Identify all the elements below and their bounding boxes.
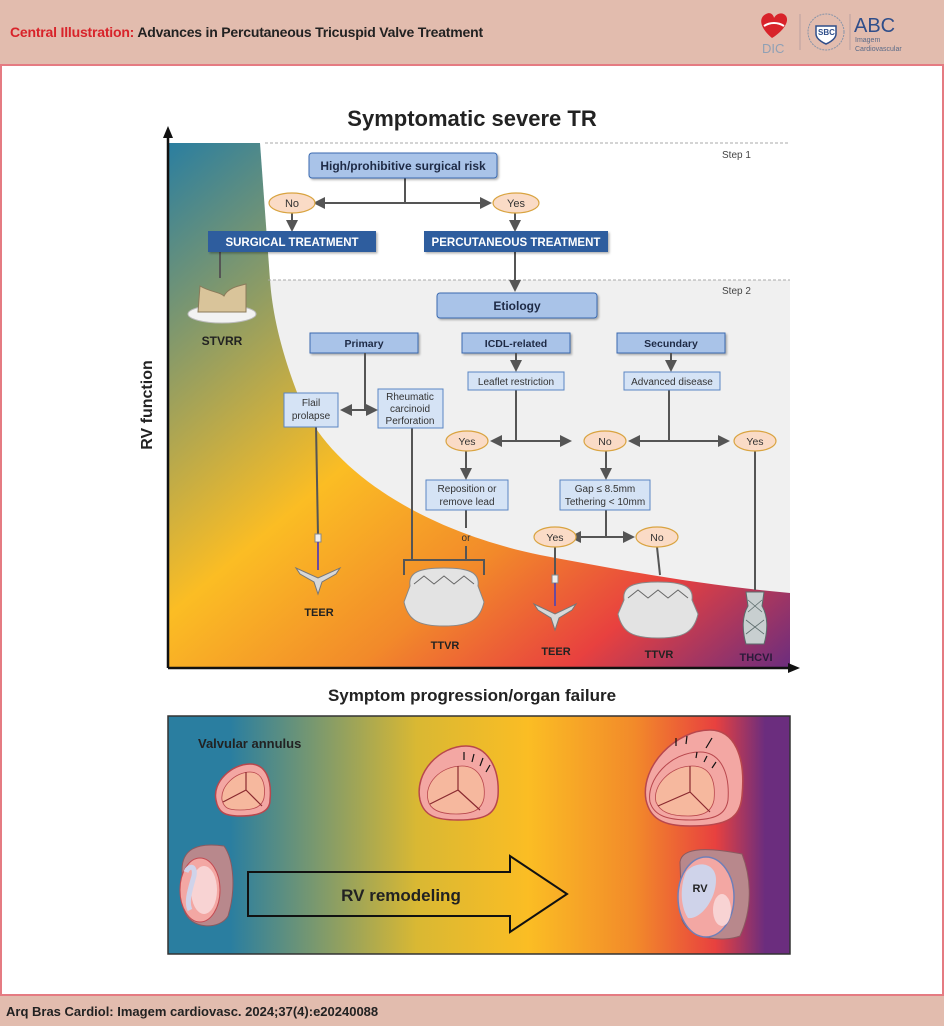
oval-yes-4	[533, 526, 577, 548]
teer-device-icon-1	[294, 533, 342, 596]
oval-no-4	[635, 526, 679, 548]
node-gap	[559, 479, 651, 511]
node-icdl-label: ICDL-related	[485, 338, 547, 350]
node-etiology	[436, 292, 598, 319]
oval-yes-2-label: Yes	[458, 436, 475, 448]
rheum-line1: Rheumatic	[386, 392, 434, 403]
oval-no-2-label: No	[598, 436, 612, 448]
oval-yes-3	[733, 430, 777, 452]
dic-logo: DIC	[761, 13, 788, 56]
reposition-line2: remove lead	[439, 497, 494, 508]
gap-line2: Tethering < 10mm	[565, 497, 645, 508]
step2-area	[270, 280, 790, 593]
x-axis-label: Symptom progression/organ failure	[328, 686, 616, 705]
figure-title: Advances in Percutaneous Tricuspid Valve…	[137, 24, 483, 40]
node-risk-label: High/prohibitive surgical risk	[320, 159, 486, 173]
annulus-severe-icon	[644, 729, 744, 827]
oval-yes-3-label: Yes	[746, 436, 763, 448]
rv-remodeling-arrow	[247, 854, 569, 934]
oval-yes-2	[445, 430, 489, 452]
device-teer-2-label: TEER	[541, 646, 570, 658]
node-percutaneous-label: PERCUTANEOUS TREATMENT	[432, 237, 601, 249]
annulus-dilated-icon	[418, 745, 499, 821]
node-secundary-label: Secundary	[644, 338, 698, 350]
advanced-label: Advanced disease	[631, 377, 713, 388]
node-percutaneous	[424, 231, 608, 252]
ttvr-device-icon-1	[403, 567, 485, 627]
oval-no-4-label: No	[650, 532, 664, 544]
footer-bar: Arq Bras Cardiol: Imagem cardiovasc. 202…	[0, 994, 944, 1026]
remodeling-label: RV remodeling	[341, 886, 461, 905]
flail-line1: Flail	[302, 398, 320, 409]
node-risk	[308, 152, 498, 179]
header-bar: Central Illustration: Advances in Percut…	[0, 0, 944, 66]
teer-device-icon-2	[532, 574, 578, 632]
or-label: or	[462, 533, 472, 544]
device-stvrr-label: STVRR	[202, 334, 243, 348]
oval-yes-4-label: Yes	[546, 532, 563, 544]
node-advanced-disease	[623, 371, 721, 391]
device-ttvr-2-label: TTVR	[645, 649, 674, 661]
device-thcvi-label: THCVI	[740, 652, 773, 664]
rheum-line2: carcinoid	[390, 404, 430, 415]
dic-text: DIC	[762, 41, 784, 56]
step2-label: Step 2	[722, 286, 751, 297]
abc-sub1: Imagem	[855, 37, 880, 44]
header-title: Central Illustration: Advances in Percut…	[10, 24, 483, 40]
device-ttvr-1-label: TTVR	[431, 640, 460, 652]
logos: DIC SBC ABC Imagem Cardiovascular	[761, 13, 902, 56]
ttvr-device-icon-2	[617, 581, 699, 639]
rv-dilated-heart-icon	[677, 849, 750, 940]
device-teer-1-label: TEER	[304, 607, 333, 619]
node-reposition	[425, 479, 509, 511]
rv-normal-heart-icon	[179, 844, 234, 927]
stvrr-valve-icon	[187, 283, 257, 324]
diagram-title: Symptomatic severe TR	[347, 106, 597, 131]
node-surgical-label: SURGICAL TREATMENT	[225, 237, 358, 249]
sbc-logo: SBC	[807, 13, 845, 51]
sbc-text: SBC	[818, 28, 835, 37]
node-flail-prolapse	[283, 392, 339, 428]
node-etiology-label: Etiology	[493, 299, 541, 313]
central-illustration-label: Central Illustration:	[10, 24, 135, 40]
annulus-normal-icon	[214, 763, 272, 817]
leaflet-label: Leaflet restriction	[478, 377, 554, 388]
y-axis-label: RV function	[139, 360, 156, 449]
reposition-line1: Reposition or	[438, 484, 498, 495]
oval-yes-1	[492, 192, 540, 214]
annulus-label: Valvular annulus	[198, 736, 301, 751]
abc-sub2: Cardiovascular	[855, 46, 902, 53]
oval-yes-1-label: Yes	[507, 198, 525, 210]
oval-no-2	[583, 430, 627, 452]
rv-label: RV	[692, 883, 708, 895]
node-surgical	[208, 231, 376, 252]
rheum-line3: Perforation	[386, 416, 435, 427]
oval-no-1	[268, 192, 316, 214]
left-border	[0, 64, 2, 994]
node-leaflet-restriction	[467, 371, 565, 391]
abc-text: ABC	[854, 15, 895, 37]
thcvi-stent-icon	[742, 591, 768, 645]
step1-label: Step 1	[722, 150, 751, 161]
right-border	[942, 64, 944, 994]
flail-line2: prolapse	[292, 411, 331, 422]
node-primary-label: Primary	[344, 338, 383, 350]
gap-line1: Gap ≤ 8.5mm	[575, 484, 636, 495]
node-rheumatic	[377, 388, 444, 429]
citation: Arq Bras Cardiol: Imagem cardiovasc. 202…	[6, 1004, 379, 1019]
oval-no-1-label: No	[285, 198, 299, 210]
